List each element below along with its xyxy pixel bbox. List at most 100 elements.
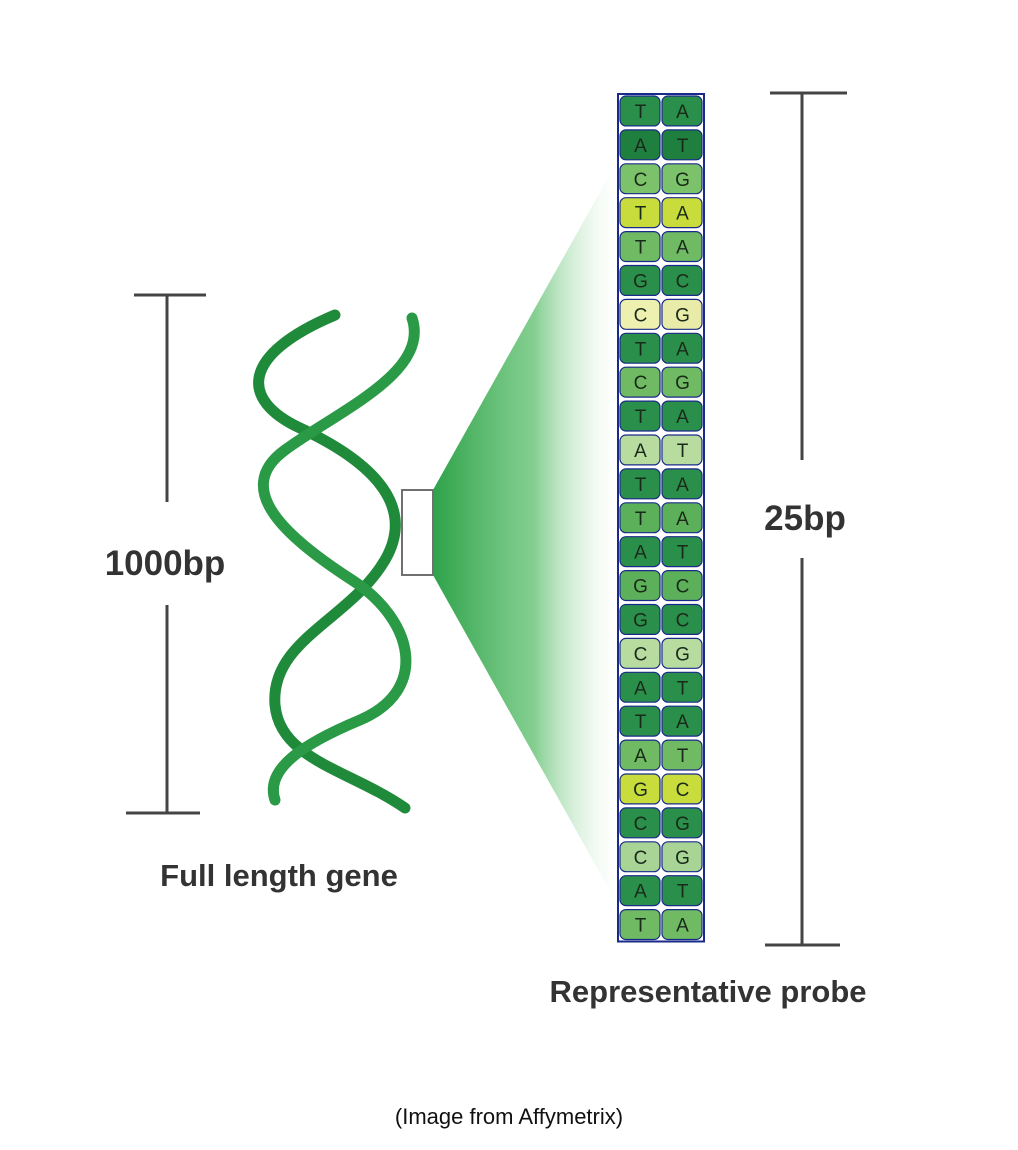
probe-base-right-cell [661, 129, 703, 161]
probe-base-right-cell [661, 908, 703, 941]
gene-caption: Full length gene [160, 858, 398, 893]
probe-base-right-letter: C [676, 610, 690, 631]
probe-base-right-cell [661, 705, 703, 737]
gene-length-ruler [126, 293, 206, 815]
helix-strand-b [257, 312, 420, 806]
probe-base-left-cell [619, 569, 661, 602]
probe-base-left-cell [619, 841, 661, 873]
probe-base-right-letter: A [676, 509, 689, 530]
probe-base-left-cell [619, 807, 661, 839]
probe-base-left-cell [619, 264, 661, 296]
probe-base-right-letter: C [676, 271, 690, 292]
probe-base-right-cell [661, 332, 703, 364]
helix-strand-a [253, 309, 411, 814]
probe-base-left-cell [619, 502, 661, 534]
probe-base-right-letter: A [676, 204, 689, 225]
probe-base-left-cell [619, 468, 661, 500]
probe-base-right-cell [661, 298, 703, 330]
probe-base-right-cell [661, 841, 703, 873]
probe-base-right-cell [661, 875, 703, 907]
probe-base-right-letter: G [675, 848, 690, 869]
probe-base-right-letter: A [676, 712, 689, 733]
probe-base-right-letter: T [677, 136, 689, 157]
probe-base-left-letter: T [635, 407, 647, 428]
probe-base-right-letter: A [676, 475, 689, 496]
probe-base-right-cell [661, 536, 703, 568]
probe-base-left-cell [619, 875, 661, 907]
probe-base-left-letter: A [634, 746, 647, 767]
probe-base-left-letter: A [634, 882, 647, 903]
probe-base-left-letter: A [634, 441, 647, 462]
probe-base-left-cell [619, 197, 661, 229]
probe-base-right-letter: A [676, 339, 689, 360]
probe-base-left-letter: A [634, 136, 647, 157]
probe-base-right-cell [661, 366, 703, 398]
probe-base-right-cell [661, 773, 703, 805]
probe-base-left-letter: A [634, 543, 647, 564]
probe-base-right-cell [661, 400, 703, 432]
probe-base-right-cell [661, 671, 703, 703]
probe-base-left-letter: C [634, 373, 648, 394]
probe-base-right-letter: A [676, 916, 689, 937]
probe-base-right-cell [661, 739, 703, 771]
probe-base-left-cell [619, 95, 661, 127]
probe-base-left-letter: T [635, 509, 647, 530]
probe-base-left-letter: G [633, 780, 648, 801]
probe-base-left-cell [619, 908, 661, 941]
probe-base-left-cell [619, 163, 661, 195]
probe-length-ruler [765, 91, 847, 947]
zoom-region-box [401, 489, 434, 576]
probe-base-left-letter: G [633, 271, 648, 292]
probe-base-right-letter: G [675, 644, 690, 665]
probe-base-right-cell [661, 197, 703, 229]
probe-base-right-cell [661, 637, 703, 669]
probe-base-right-cell [661, 603, 703, 635]
gene-length-label: 1000bp [105, 544, 226, 583]
probe-base-right-cell [661, 468, 703, 500]
probe-base-left-letter: G [633, 610, 648, 631]
probe-base-left-letter: C [634, 305, 648, 326]
zoom-fan [433, 160, 618, 905]
probe-base-right-cell [661, 95, 703, 127]
probe-base-left-letter: C [634, 814, 648, 835]
probe-base-right-cell [661, 231, 703, 263]
probe-base-left-cell [619, 739, 661, 771]
probe-base-left-cell [619, 705, 661, 737]
probe-base-right-cell [661, 807, 703, 839]
probe-base-right-letter: C [676, 780, 690, 801]
probe-base-left-letter: T [635, 712, 647, 733]
probe-base-left-letter: C [634, 170, 648, 191]
probe-base-left-letter: T [635, 916, 647, 937]
probe-base-left-cell [619, 400, 661, 432]
probe-base-right-cell [661, 163, 703, 195]
probe-base-right-letter: T [677, 882, 689, 903]
probe-caption: Representative probe [550, 974, 867, 1009]
probe-base-left-letter: T [635, 204, 647, 225]
probe-base-right-letter: G [675, 373, 690, 394]
probe-base-left-cell [619, 603, 661, 635]
probe-base-right-letter: G [675, 305, 690, 326]
probe-base-right-letter: A [676, 238, 689, 259]
probe-base-right-letter: G [675, 170, 690, 191]
image-credit: (Image from Affymetrix) [394, 1104, 624, 1129]
